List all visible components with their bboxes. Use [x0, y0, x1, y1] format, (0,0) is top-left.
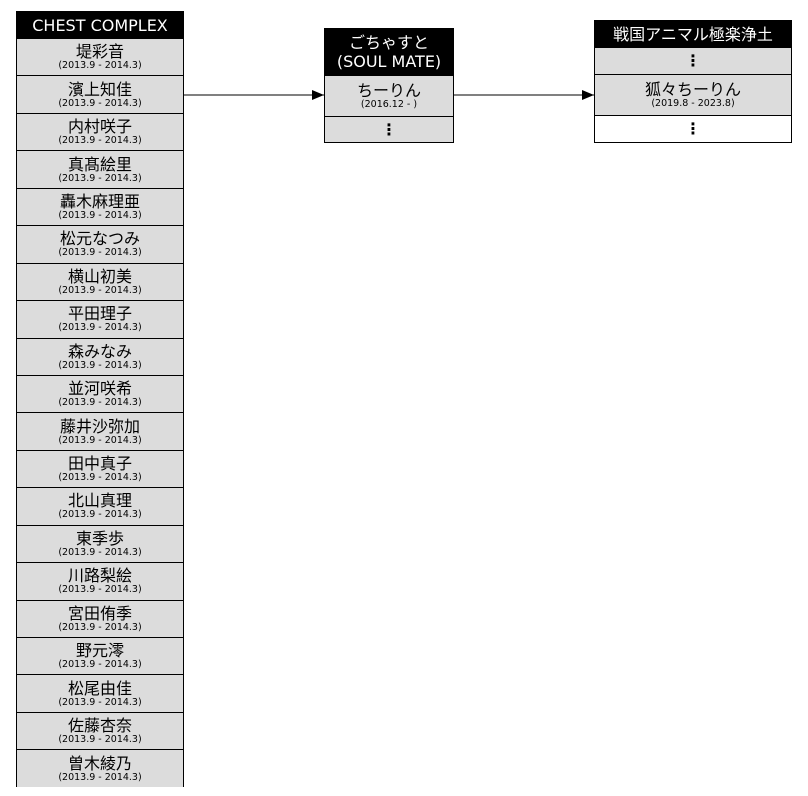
member-name: 松元なつみ [59, 229, 140, 249]
member-period: (2013.9 - 2014.3) [58, 172, 142, 184]
group-title-sengoku-animal: 戦国アニマル極楽浄土 [595, 21, 791, 47]
member-period: (2013.9 - 2014.3) [58, 359, 142, 371]
member-name: 藤井沙弥加 [59, 416, 140, 436]
member-name: 松尾由佳 [67, 678, 132, 698]
member-node: 宮田侑季 (2013.9 - 2014.3) [17, 599, 183, 637]
member-name: 曽木綾乃 [67, 753, 132, 773]
member-period: (2013.9 - 2014.3) [58, 97, 142, 109]
member-node: ちーりん (2016.12 - ) [325, 75, 453, 116]
member-node: 野元澪 (2013.9 - 2014.3) [17, 637, 183, 675]
ellipsis-node: ⋮ [595, 115, 791, 142]
member-period: (2013.9 - 2014.3) [58, 696, 142, 708]
member-node: 藤井沙弥加 (2013.9 - 2014.3) [17, 412, 183, 450]
member-node: 佐藤杏奈 (2013.9 - 2014.3) [17, 711, 183, 750]
member-name: 佐藤杏奈 [67, 716, 132, 736]
member-period: (2016.12 - ) [360, 99, 418, 110]
group-sengoku-animal: 戦国アニマル極楽浄土 ⋮ 狐々ちーりん (2019.8 - 2023.8) ⋮ [594, 20, 792, 143]
member-node: 松尾由佳 (2013.9 - 2014.3) [17, 674, 183, 712]
member-node: 森みなみ (2013.9 - 2014.3) [17, 337, 183, 375]
member-name: 宮田侑季 [67, 603, 132, 623]
member-node: 轟木麻理亜 (2013.9 - 2014.3) [17, 187, 183, 226]
member-period: (2013.9 - 2014.3) [58, 621, 142, 633]
member-node: 真髙絵里 (2013.9 - 2014.3) [17, 150, 183, 188]
member-name: 平田理子 [67, 304, 132, 324]
member-period: (2013.9 - 2014.3) [58, 247, 142, 259]
member-name: 横山初美 [67, 266, 132, 286]
member-period: (2013.9 - 2014.3) [58, 546, 142, 558]
group-title-chest-complex: CHEST COMPLEX [17, 12, 183, 38]
member-node: 平田理子 (2013.9 - 2014.3) [17, 300, 183, 338]
member-name: 狐々ちーりん [644, 80, 741, 99]
ellipsis-icon: ⋮ [685, 119, 701, 138]
member-period: (2013.9 - 2014.3) [58, 584, 142, 596]
member-period: (2013.9 - 2014.3) [58, 284, 142, 296]
member-period: (2013.9 - 2014.3) [58, 135, 142, 147]
member-period: (2013.9 - 2014.3) [58, 472, 142, 484]
member-period: (2013.9 - 2014.3) [58, 659, 142, 671]
member-node: 松元なつみ (2013.9 - 2014.3) [17, 225, 183, 263]
member-node: 東季歩 (2013.9 - 2014.3) [17, 524, 183, 563]
group-title-gochayasuto: ごちゃすと (SOUL MATE) [325, 29, 453, 75]
member-name: 内村咲子 [67, 117, 132, 137]
group-title-line: 戦国アニマル極楽浄土 [613, 24, 773, 44]
group-title-line: CHEST COMPLEX [32, 15, 168, 35]
ellipsis-icon: ⋮ [381, 119, 397, 139]
ellipsis-node: ⋮ [325, 116, 453, 142]
member-node: 堤彩音 (2013.9 - 2014.3) [17, 38, 183, 76]
member-name: 東季歩 [75, 528, 124, 548]
group-title-line: ごちゃすと [348, 33, 429, 52]
member-name: 森みなみ [67, 341, 132, 361]
member-node: 横山初美 (2013.9 - 2014.3) [17, 262, 183, 301]
member-name: 野元澪 [75, 641, 124, 661]
member-node: 並河咲希 (2013.9 - 2014.3) [17, 374, 183, 413]
member-node: 内村咲子 (2013.9 - 2014.3) [17, 112, 183, 151]
member-name: ちーりん [356, 81, 421, 100]
group-gochayasuto: ごちゃすと (SOUL MATE) ちーりん (2016.12 - ) ⋮ [324, 28, 454, 143]
group-title-line: (SOUL MATE) [336, 52, 442, 71]
ellipsis-node: ⋮ [595, 47, 791, 74]
member-period: (2013.9 - 2014.3) [58, 322, 142, 334]
member-name: 真髙絵里 [67, 154, 132, 174]
group-chest-complex: CHEST COMPLEX 堤彩音 (2013.9 - 2014.3) 濱上知佳… [16, 11, 184, 787]
member-name: 濱上知佳 [67, 79, 132, 99]
member-period: (2013.9 - 2014.3) [58, 434, 142, 446]
ellipsis-icon: ⋮ [685, 51, 701, 70]
member-name: 堤彩音 [75, 42, 124, 62]
member-name: 轟木麻理亜 [59, 191, 140, 211]
member-period: (2013.9 - 2014.3) [58, 209, 142, 221]
member-node: 狐々ちーりん (2019.8 - 2023.8) [595, 74, 791, 115]
member-name: 北山真理 [67, 491, 132, 511]
member-period: (2019.8 - 2023.8) [651, 98, 735, 109]
member-node: 川路梨絵 (2013.9 - 2014.3) [17, 562, 183, 600]
member-period: (2013.9 - 2014.3) [58, 509, 142, 521]
member-node: 濱上知佳 (2013.9 - 2014.3) [17, 75, 183, 113]
member-name: 川路梨絵 [67, 566, 132, 586]
member-period: (2013.9 - 2014.3) [58, 771, 142, 783]
member-node: 北山真理 (2013.9 - 2014.3) [17, 487, 183, 525]
member-node: 曽木綾乃 (2013.9 - 2014.3) [17, 749, 183, 787]
member-period: (2013.9 - 2014.3) [58, 397, 142, 409]
member-period: (2013.9 - 2014.3) [58, 60, 142, 72]
member-name: 田中真子 [67, 454, 132, 474]
member-node: 田中真子 (2013.9 - 2014.3) [17, 449, 183, 488]
member-period: (2013.9 - 2014.3) [58, 734, 142, 746]
member-name: 並河咲希 [67, 379, 132, 399]
